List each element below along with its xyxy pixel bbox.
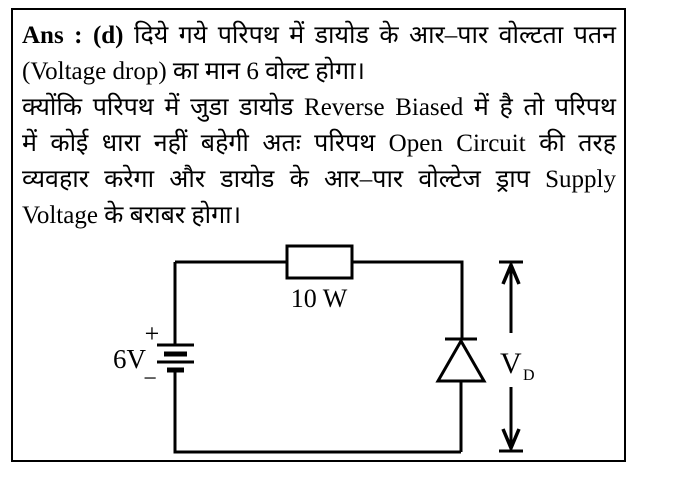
answer-box: Ans : (d) दिये गये परिपथ में डायोड के आर… bbox=[11, 8, 626, 462]
answer-line-1: Ans : (d) दिये गये परिपथ में डायोड के आर… bbox=[22, 18, 616, 54]
answer-line-2: (Voltage drop) का मान 6 वोल्ट होगा। bbox=[22, 58, 366, 85]
answer-line-6: Voltage के बराबर होगा। bbox=[22, 202, 242, 229]
answer-text-block: Ans : (d) दिये गये परिपथ में डायोड के आर… bbox=[22, 18, 616, 234]
answer-line-4: में कोई धारा नहीं बहेगी अतः परिपथ Open C… bbox=[22, 130, 616, 157]
answer-line-5: व्यवहार करेगा और डायोड के आर–पार वोल्टेज… bbox=[22, 166, 616, 193]
answer-prefix: Ans : bbox=[22, 22, 83, 49]
answer-option: (d) bbox=[92, 22, 124, 49]
answer-line-1-text: दिये गये परिपथ में डायोड के आर–पार वोल्ट… bbox=[133, 22, 617, 49]
answer-line-3: क्योंकि परिपथ में जुडा डायोड Reverse Bia… bbox=[22, 94, 616, 121]
